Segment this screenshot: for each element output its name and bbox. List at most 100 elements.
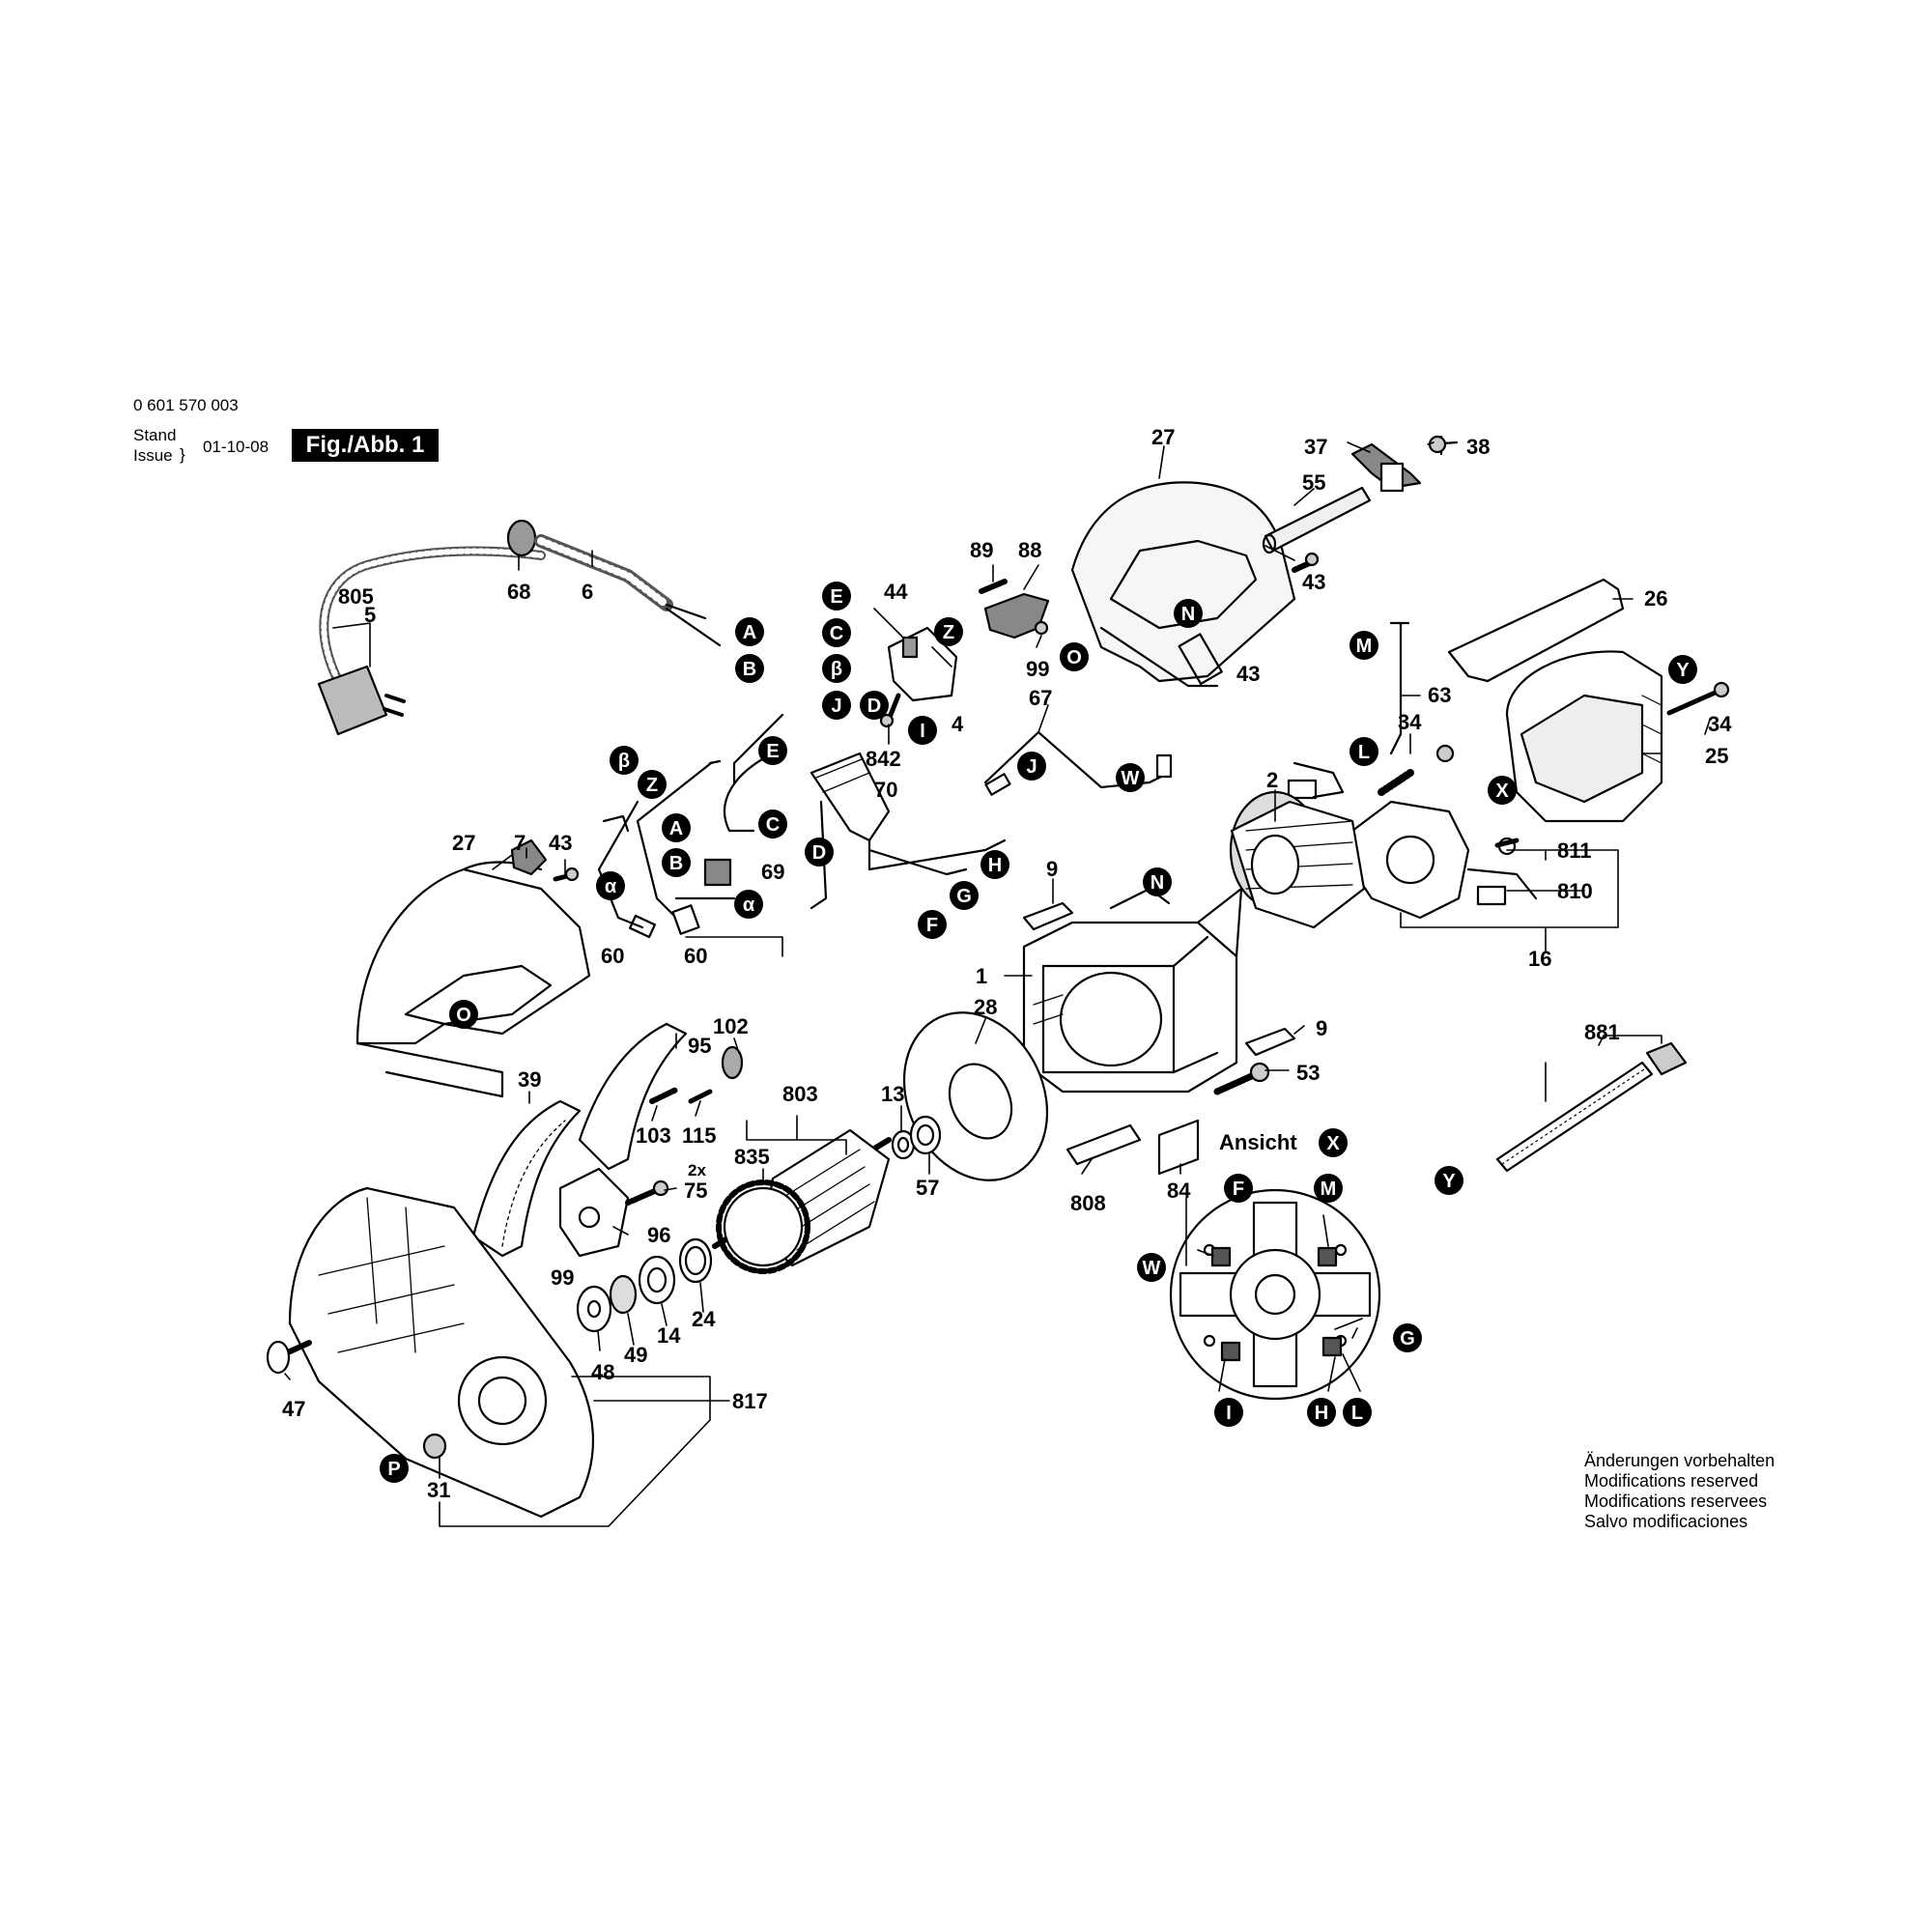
svg-text:H: H (988, 855, 1002, 876)
marker-alpha-terminal: α (734, 890, 763, 919)
marker-W-view: W (1137, 1253, 1166, 1282)
marker-E-lead: E (758, 736, 787, 765)
svg-text:W: W (1143, 1258, 1161, 1279)
svg-text:O: O (456, 1005, 471, 1026)
svg-text:M: M (1356, 636, 1373, 657)
screw-75 (625, 1179, 669, 1206)
rear-housing-25-part (1505, 650, 1730, 823)
label-9-top: 9 (1046, 857, 1058, 881)
label-16: 16 (1528, 947, 1551, 971)
marker-H-view: H (1307, 1398, 1336, 1427)
letter-markers: A B E C β J D I Z N O M L Y X J W E C D … (380, 582, 1697, 1483)
field-coil-part (1229, 790, 1366, 929)
wire-60-right (636, 759, 722, 935)
view-title-marker: X (1319, 1128, 1348, 1157)
ring-24 (678, 1237, 713, 1284)
wire-60-left (597, 800, 657, 939)
marker-Y-cable-tie: Y (1435, 1166, 1463, 1195)
svg-text:C: C (830, 623, 843, 644)
label-7: 7 (514, 831, 526, 855)
svg-text:E: E (830, 586, 842, 608)
view-title: Ansicht (1219, 1130, 1297, 1154)
label-811: 811 (1557, 838, 1592, 863)
label-38: 38 (1466, 435, 1490, 459)
svg-text:α: α (743, 895, 755, 916)
marker-O-handle: O (1060, 642, 1089, 671)
marker-L-view: L (1343, 1398, 1372, 1427)
svg-text:I: I (1226, 1403, 1232, 1424)
label-43-top: 43 (1302, 570, 1325, 594)
label-115: 115 (682, 1123, 717, 1148)
issue-label: Issue (133, 446, 173, 465)
bearing-57 (909, 1115, 942, 1155)
label-95: 95 (688, 1034, 711, 1058)
handle-half-left-part (355, 861, 591, 1098)
svg-text:W: W (1122, 768, 1140, 789)
plate-808 (1065, 1123, 1142, 1166)
brace: } (180, 445, 185, 464)
svg-text:Y: Y (1676, 660, 1690, 681)
svg-text:M: M (1321, 1179, 1337, 1200)
marker-J-switch: J (822, 691, 851, 720)
svg-text:H: H (1315, 1403, 1328, 1424)
knob-102 (721, 1045, 744, 1080)
marker-J-wire67: J (1017, 752, 1046, 781)
part-number-labels: 27 37 38 55 43 89 88 99 805 5 68 6 44 4 … (282, 425, 1732, 1502)
lever-part (1350, 435, 1459, 493)
label-37: 37 (1304, 435, 1327, 459)
note-line-fr: Modifications reservees (1584, 1492, 1768, 1511)
label-1: 1 (976, 964, 987, 988)
svg-text:F: F (1233, 1179, 1244, 1200)
label-25: 25 (1705, 744, 1728, 768)
marker-beta-switch: β (822, 654, 851, 683)
pin-part (1262, 486, 1372, 554)
label-96: 96 (647, 1223, 670, 1247)
svg-text:L: L (1351, 1403, 1363, 1424)
modifications-note: Änderungen vorbehalten Modifications res… (1584, 1451, 1775, 1532)
bearing-14 (638, 1255, 676, 1305)
svg-text:G: G (1400, 1328, 1415, 1350)
label-49: 49 (624, 1343, 647, 1367)
label-28: 28 (974, 995, 997, 1019)
svg-text:Z: Z (943, 622, 954, 643)
svg-text:N: N (1151, 872, 1164, 894)
svg-text:B: B (743, 659, 756, 680)
label-4: 4 (952, 712, 964, 736)
label-817: 817 (732, 1389, 768, 1413)
label-43-left: 43 (549, 831, 572, 855)
marker-G-view: G (1393, 1323, 1422, 1352)
screw-53 (1213, 1062, 1270, 1095)
label-53: 53 (1296, 1061, 1320, 1085)
svg-text:X: X (1326, 1133, 1340, 1154)
wire-63 (1389, 621, 1410, 755)
label-2x: 2x (688, 1161, 706, 1179)
label-808: 808 (1070, 1191, 1106, 1215)
svg-text:X: X (1495, 781, 1509, 802)
power-cord-part (317, 519, 722, 736)
marker-B-terminal: B (662, 848, 691, 877)
label-805: 805 (338, 584, 374, 609)
washer-48 (576, 1285, 612, 1333)
svg-text:P: P (387, 1459, 400, 1480)
terminal-69-part (674, 858, 736, 900)
label-75: 75 (684, 1179, 707, 1203)
spring-103 (649, 1087, 679, 1104)
label-5: 5 (364, 603, 376, 627)
svg-text:D: D (812, 842, 826, 864)
svg-text:F: F (926, 915, 938, 936)
screw-47 (266, 1340, 312, 1375)
marker-D-switch: D (860, 691, 889, 720)
label-26: 26 (1644, 586, 1667, 611)
cover-26-part (1447, 578, 1625, 683)
label-27-top: 27 (1151, 425, 1175, 449)
label-44: 44 (884, 580, 908, 604)
label-47: 47 (282, 1397, 305, 1421)
marker-Z-switch: Z (934, 617, 963, 646)
marker-F-lead: F (918, 910, 947, 939)
svg-text:D: D (867, 696, 881, 717)
svg-text:α: α (605, 876, 617, 897)
guard-95-part (578, 1022, 688, 1171)
label-57: 57 (916, 1176, 939, 1200)
svg-text:I: I (920, 721, 925, 742)
